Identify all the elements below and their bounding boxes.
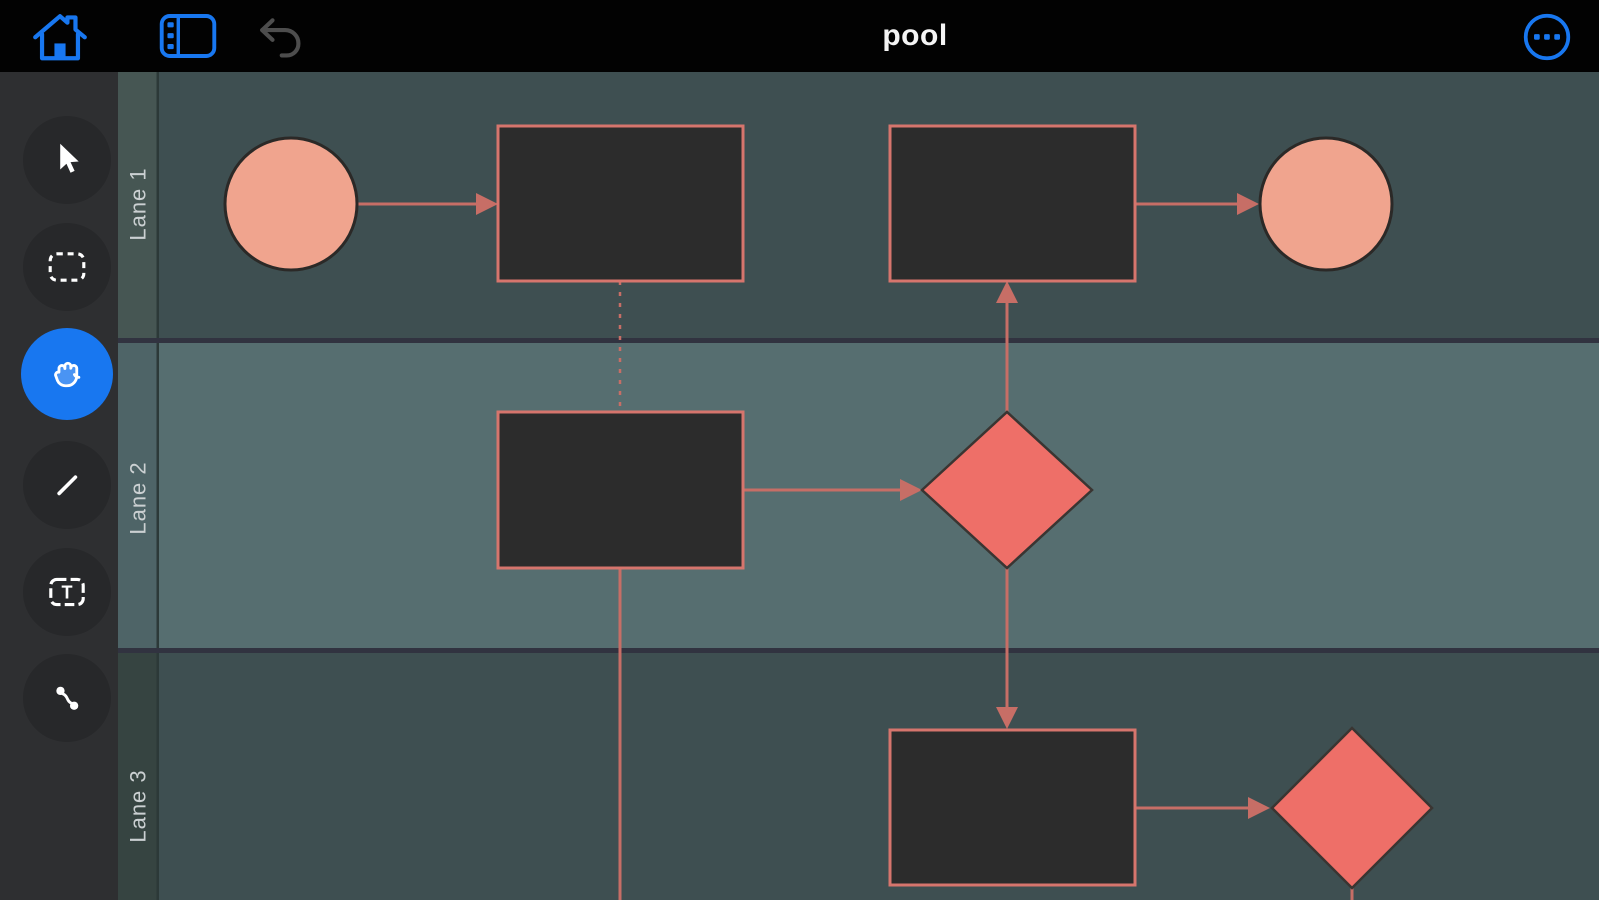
task-rect-1[interactable] (496, 124, 745, 283)
lane-separator-2 (118, 648, 1599, 653)
lane-3-header-strip[interactable] (118, 653, 158, 900)
end-circle-node[interactable] (1258, 136, 1394, 272)
draw-tool-button[interactable] (23, 441, 111, 529)
cursor-icon (60, 143, 79, 173)
home-button[interactable] (28, 8, 92, 64)
undo-button[interactable] (251, 12, 309, 62)
pen-icon (57, 475, 78, 496)
more-options-icon (1523, 13, 1571, 61)
arrowhead (900, 479, 922, 501)
undo-icon (260, 18, 301, 58)
tool-palette: T (0, 72, 118, 900)
connector-icon (56, 686, 79, 710)
arrowhead (996, 281, 1018, 303)
task-rect-3[interactable] (496, 410, 745, 570)
pool-canvas[interactable]: Lane 1 Lane 2 Lane 3 (118, 72, 1599, 900)
lane-2-band[interactable] (118, 343, 1599, 648)
task-rect-4[interactable] (888, 728, 1137, 887)
lane-2-label[interactable]: Lane 2 (126, 461, 151, 534)
task-rect-2[interactable] (888, 124, 1137, 283)
lane-2-header-strip[interactable] (118, 343, 158, 648)
top-navigation-bar: pool (0, 0, 1599, 72)
more-options-button[interactable] (1518, 9, 1576, 65)
lane-3-label[interactable]: Lane 3 (126, 769, 151, 842)
lane-1-header-strip[interactable] (118, 72, 158, 338)
document-title: pool (882, 19, 948, 52)
connector-tool-button[interactable] (23, 654, 111, 742)
arrowhead (1248, 797, 1270, 819)
lane-1-label[interactable]: Lane 1 (126, 167, 151, 240)
sidebar-panel-icon (159, 14, 217, 58)
text-tool-glyph: T (62, 583, 73, 603)
hand-icon (54, 361, 81, 388)
marquee-select-tool-button[interactable] (23, 223, 111, 311)
lane-strip-divider (156, 72, 159, 900)
arrowhead (996, 707, 1018, 729)
decision-diamond-2[interactable] (1270, 726, 1434, 890)
start-circle-node[interactable] (223, 136, 359, 272)
arrowhead (476, 193, 498, 215)
pages-panel-button[interactable] (156, 11, 220, 61)
text-tool-button[interactable]: T (23, 548, 111, 636)
arrowhead (1237, 193, 1259, 215)
decision-diamond-1[interactable] (920, 410, 1094, 570)
lane-separator-1 (118, 338, 1599, 343)
pan-tool-button[interactable] (21, 328, 113, 420)
home-icon (33, 14, 87, 61)
select-tool-button[interactable] (23, 116, 111, 204)
marquee-icon (48, 252, 86, 282)
text-frame-icon: T (49, 577, 85, 607)
